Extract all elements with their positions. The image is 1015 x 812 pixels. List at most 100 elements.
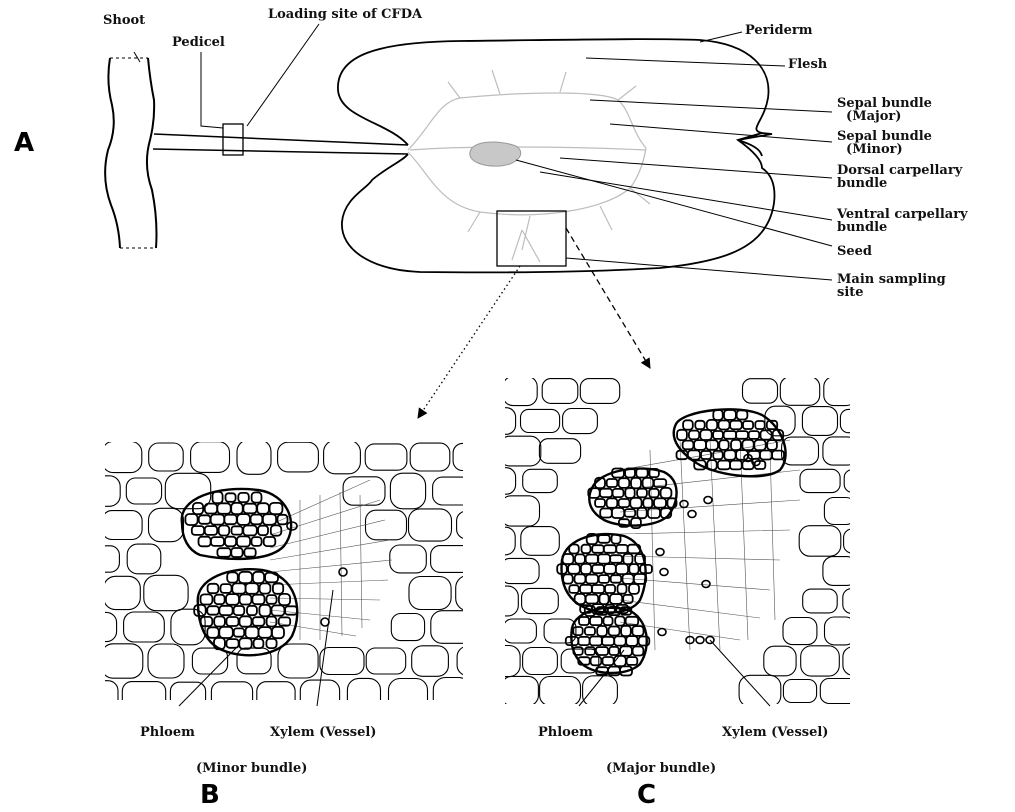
- tissue-cell: [501, 496, 540, 526]
- label-seed: Seed: [837, 245, 872, 258]
- tissue-cell: [272, 627, 284, 638]
- tissue-cell: [616, 545, 627, 553]
- tissue-cell: [257, 682, 295, 709]
- tissue-cell: [598, 535, 609, 543]
- tissue-cell: [637, 508, 646, 518]
- tissue-cell: [619, 499, 630, 507]
- label-loading-site: Loading site of CFDA: [268, 8, 422, 22]
- tissue-cell: [149, 443, 184, 471]
- tissue-cell: [761, 430, 772, 439]
- tissue-cell: [501, 558, 539, 583]
- tissue-cell: [219, 606, 232, 615]
- tissue-cell: [271, 525, 282, 535]
- tissue-cell: [246, 627, 259, 639]
- tissue-cell: [719, 440, 728, 450]
- label-major-bundle: (Major bundle): [606, 762, 716, 776]
- tissue-cell: [219, 627, 233, 638]
- tissue-cell: [226, 594, 239, 605]
- tissue-cell: [485, 468, 516, 495]
- tissue-cell: [201, 594, 213, 604]
- tissue-cell: [706, 440, 718, 450]
- tissue-cell: [737, 410, 748, 419]
- tissue-cell: [257, 503, 269, 514]
- tissue-cell: [739, 675, 781, 706]
- tissue-cell: [767, 440, 777, 450]
- tissue-cell: [619, 478, 630, 488]
- label-shoot: Shoot: [103, 14, 145, 28]
- tissue-cell: [540, 677, 581, 706]
- tissue-cell: [683, 420, 693, 429]
- tissue-cell: [707, 460, 716, 470]
- tissue-cell: [208, 584, 219, 593]
- tissue-cell: [260, 583, 271, 593]
- tissue-cell: [227, 617, 239, 626]
- tissue-cell: [234, 606, 245, 615]
- tissue-cell: [122, 682, 165, 709]
- minor-xylem-fan: [270, 480, 392, 640]
- tissue-cell: [102, 511, 142, 540]
- tissue-cell: [632, 626, 643, 636]
- tissue-cell: [568, 564, 580, 574]
- tissue-cell: [240, 616, 252, 626]
- tissue-cell: [600, 594, 609, 604]
- tissue-cell: [192, 648, 227, 674]
- tissue-cell: [743, 379, 778, 404]
- tissue-cell: [824, 377, 856, 406]
- tissue-cell: [626, 636, 638, 646]
- tissue-cell: [453, 443, 495, 470]
- tissue-cell: [191, 442, 230, 473]
- tissue-cell: [192, 526, 204, 535]
- tissue-cell: [431, 611, 473, 644]
- tissue-cell: [264, 537, 276, 546]
- tissue-cell: [609, 627, 620, 636]
- tissue-cell: [366, 648, 406, 674]
- tissue-cell: [347, 678, 380, 711]
- tissue-cell: [713, 410, 722, 420]
- tissue-cell: [389, 679, 428, 712]
- tissue-cell: [578, 637, 589, 645]
- tissue-cell: [799, 526, 841, 557]
- label-ventral-2: bundle: [837, 221, 887, 234]
- tissue-cell: [81, 546, 120, 572]
- label-xylem-c: Xylem (Vessel): [722, 726, 828, 740]
- fruit-outline: [338, 39, 775, 272]
- tissue-cell: [627, 657, 638, 665]
- tissue-cell: [126, 478, 161, 504]
- tissue-cell: [523, 648, 558, 675]
- tissue-cell: [144, 575, 188, 610]
- tissue-cell: [259, 605, 270, 617]
- tissue-cell: [569, 545, 579, 554]
- tissue-cell: [614, 656, 626, 666]
- tissue-cell: [503, 376, 537, 405]
- tissue-cell: [592, 545, 604, 553]
- tissue-cell: [211, 682, 252, 708]
- tissue-cell: [251, 515, 263, 525]
- tissue-cell: [457, 511, 492, 539]
- tissue-cell: [266, 639, 276, 648]
- tissue-cell: [700, 430, 711, 440]
- tissue-cell: [267, 595, 277, 604]
- tissue-cell: [239, 572, 252, 583]
- pedicel: [153, 124, 408, 155]
- label-main-sampling-2: site: [837, 286, 864, 299]
- tissue-cell: [239, 638, 251, 649]
- tissue-cell: [585, 647, 595, 655]
- tissue-cell: [585, 627, 595, 635]
- tissue-cell: [695, 421, 704, 429]
- tissue-cell: [575, 554, 585, 563]
- tissue-cell: [591, 657, 602, 666]
- tissue-cell: [539, 439, 580, 464]
- tissue-cell: [104, 576, 141, 609]
- tissue-cell: [185, 514, 197, 525]
- tissue-cell: [612, 508, 624, 518]
- tissue-cell: [232, 526, 243, 534]
- tissue-cell: [232, 583, 245, 593]
- tissue-cell: [84, 612, 117, 641]
- tissue-cell: [607, 479, 618, 487]
- minor-bundle-drawing: [80, 440, 495, 713]
- tissue-cell: [580, 379, 619, 404]
- tissue-cell: [713, 431, 723, 439]
- tissue-cell: [612, 534, 621, 543]
- tissue-cell: [391, 614, 424, 641]
- tissue-cell: [149, 508, 184, 541]
